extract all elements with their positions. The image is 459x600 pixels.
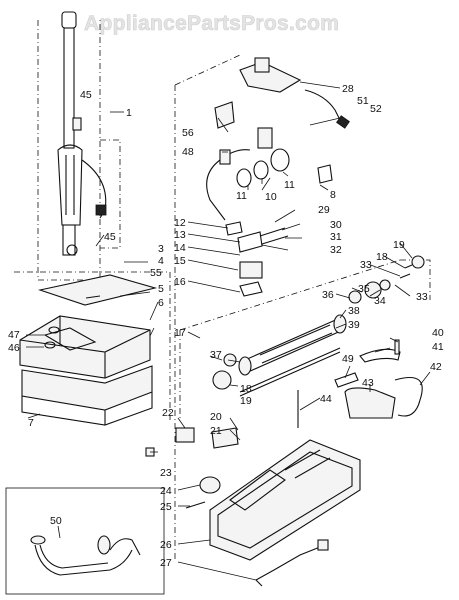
label-part-20: 20 bbox=[210, 411, 222, 423]
label-part-15: 15 bbox=[174, 255, 186, 267]
label-part-28: 28 bbox=[342, 83, 354, 95]
label-part-32: 32 bbox=[330, 244, 342, 256]
label-part-41: 41 bbox=[432, 341, 444, 353]
label-part-25: 25 bbox=[160, 501, 172, 513]
label-part-42: 42 bbox=[430, 361, 442, 373]
label-part-12: 12 bbox=[174, 217, 186, 229]
label-part-11: 11 bbox=[236, 190, 247, 202]
label-part-33: 33 bbox=[416, 291, 428, 303]
label-part-27: 27 bbox=[160, 557, 172, 569]
label-part-38: 38 bbox=[348, 305, 360, 317]
label-part-14: 14 bbox=[174, 242, 186, 254]
label-part-26: 26 bbox=[160, 539, 172, 551]
label-part-56: 56 bbox=[182, 127, 194, 139]
label-part-40: 40 bbox=[432, 327, 444, 339]
label-part-51: 51 bbox=[357, 95, 369, 107]
hose-inset bbox=[5, 487, 165, 595]
base-assembly bbox=[145, 427, 361, 587]
part-labels: 45 1 45 3 4 55 5 6 47 46 7 28 51 52 56 4… bbox=[8, 83, 444, 569]
label-part-10: 10 bbox=[265, 191, 277, 203]
motor-and-belt bbox=[297, 339, 423, 428]
label-part-29: 29 bbox=[318, 204, 330, 216]
label-part-1: 1 bbox=[126, 107, 132, 119]
label-part-49: 49 bbox=[342, 353, 354, 365]
brush-roll-assembly bbox=[179, 255, 431, 420]
label-part-21: 21 bbox=[210, 425, 222, 437]
label-part-11: 11 bbox=[284, 179, 295, 191]
upper-housing bbox=[14, 271, 171, 426]
label-part-22: 22 bbox=[162, 407, 174, 419]
label-part-47: 47 bbox=[8, 329, 20, 341]
label-part-16: 16 bbox=[174, 276, 186, 288]
label-part-19: 19 bbox=[240, 395, 252, 407]
label-part-30: 30 bbox=[330, 219, 342, 231]
motor-switch-assembly bbox=[174, 54, 350, 560]
label-part-13: 13 bbox=[174, 229, 186, 241]
label-part-6: 6 bbox=[158, 297, 164, 309]
label-part-24: 24 bbox=[160, 485, 172, 497]
label-part-50: 50 bbox=[50, 515, 62, 527]
label-part-36: 36 bbox=[322, 289, 334, 301]
label-part-55: 55 bbox=[150, 267, 162, 279]
leader-lines bbox=[26, 81, 431, 581]
label-part-18: 18 bbox=[376, 251, 388, 263]
label-part-18: 18 bbox=[240, 383, 252, 395]
label-part-5: 5 bbox=[158, 283, 164, 295]
label-part-45: 45 bbox=[104, 231, 116, 243]
label-part-3: 3 bbox=[158, 243, 164, 255]
label-part-34: 34 bbox=[374, 295, 386, 307]
label-part-8: 8 bbox=[330, 189, 336, 201]
label-part-48: 48 bbox=[182, 146, 194, 158]
label-part-45: 45 bbox=[80, 89, 92, 101]
label-part-52: 52 bbox=[370, 103, 382, 115]
label-part-37: 37 bbox=[210, 349, 222, 361]
label-part-7: 7 bbox=[28, 417, 34, 429]
label-part-46: 46 bbox=[8, 342, 20, 354]
handle-assembly bbox=[37, 11, 121, 281]
label-part-33: 33 bbox=[360, 259, 372, 271]
watermark-text: AppliancePartsPros.com bbox=[84, 12, 339, 35]
label-part-43: 43 bbox=[362, 377, 374, 389]
label-part-19: 19 bbox=[393, 239, 405, 251]
label-part-39: 39 bbox=[348, 319, 360, 331]
label-part-4: 4 bbox=[158, 255, 164, 267]
label-part-35: 35 bbox=[358, 283, 370, 295]
label-part-31: 31 bbox=[330, 231, 342, 243]
label-part-44: 44 bbox=[320, 393, 332, 405]
label-part-23: 23 bbox=[160, 467, 172, 479]
label-part-17: 17 bbox=[174, 327, 186, 339]
